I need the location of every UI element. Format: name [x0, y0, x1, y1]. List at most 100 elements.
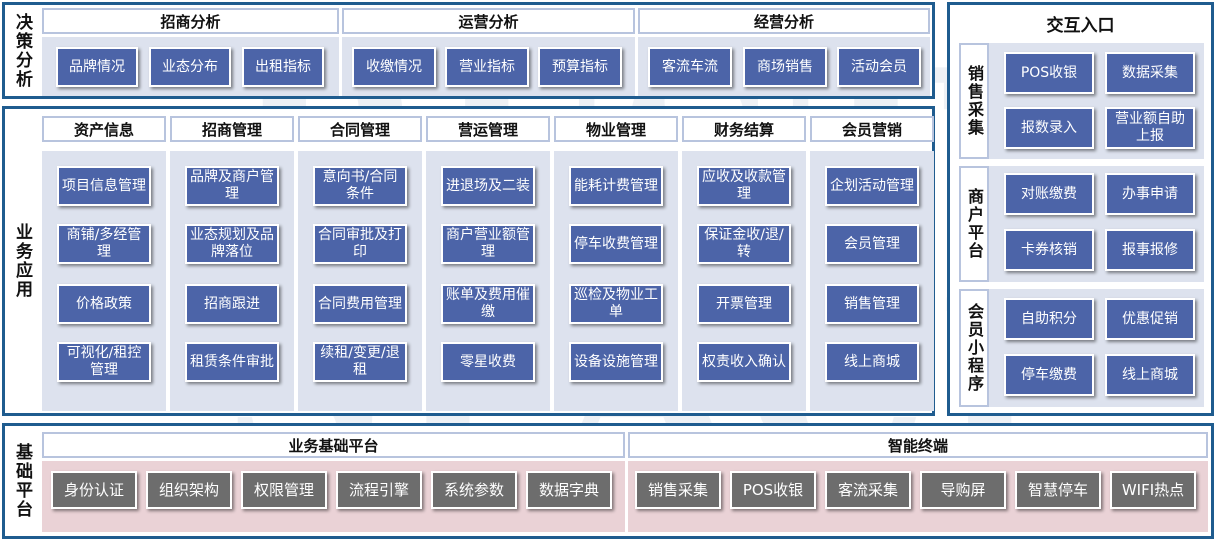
business-item-button[interactable]: 招商跟进	[185, 284, 279, 324]
business-item-button[interactable]: 设备设施管理	[569, 342, 663, 382]
decision-item-button[interactable]: 商场销售	[743, 47, 827, 87]
interaction-item-button[interactable]: 线上商城	[1105, 354, 1195, 396]
decision-analysis-label: 决策分析	[12, 12, 32, 89]
business-item-button[interactable]: 合同审批及打印	[313, 224, 407, 264]
business-item-button[interactable]: 商户营业额管理	[441, 224, 535, 264]
business-column-body: 进退场及二装商户营业额管理账单及费用催缴零星收费	[426, 151, 550, 411]
business-item-button[interactable]: 停车收费管理	[569, 224, 663, 264]
interaction-item-button[interactable]: 自助积分	[1004, 298, 1094, 340]
interaction-item-button[interactable]: 办事申请	[1105, 173, 1195, 215]
decision-group-title: 经营分析	[638, 8, 930, 34]
foundation-item-button[interactable]: 客流采集	[825, 471, 911, 509]
foundation-item-button[interactable]: POS收银	[730, 471, 816, 509]
business-item-button[interactable]: 保证金收/退/转	[697, 224, 791, 264]
business-item-button[interactable]: 账单及费用催缴	[441, 284, 535, 324]
interaction-item-button[interactable]: 停车缴费	[1004, 354, 1094, 396]
business-column-title: 营运管理	[426, 116, 550, 142]
foundation-item-button[interactable]: 组织架构	[146, 471, 232, 509]
foundation-group-title: 智能终端	[628, 432, 1208, 458]
business-item-button[interactable]: 意向书/合同条件	[313, 166, 407, 206]
business-item-button[interactable]: 商铺/多经管理	[57, 224, 151, 264]
business-item-button[interactable]: 续租/变更/退租	[313, 342, 407, 382]
foundation-platform-label: 基础平台	[12, 443, 32, 519]
interaction-item-button[interactable]: 报数录入	[1004, 107, 1094, 149]
decision-group-body: 收缴情况 营业指标 预算指标	[342, 37, 635, 96]
foundation-item-button[interactable]: 权限管理	[241, 471, 327, 509]
foundation-item-button[interactable]: 销售采集	[635, 471, 721, 509]
merchant-platform-panel: 商户平台 对账缴费 办事申请 卡券核销 报事报修	[959, 166, 1204, 282]
interaction-item-button[interactable]: 报事报修	[1105, 229, 1195, 271]
business-item-button[interactable]: 可视化/租控管理	[57, 342, 151, 382]
business-column: 会员营销企划活动管理会员管理销售管理线上商城	[810, 116, 934, 411]
decision-group-body: 品牌情况 业态分布 出租指标	[42, 37, 339, 96]
foundation-item-button[interactable]: 导购屏	[920, 471, 1006, 509]
business-application-label: 业务应用	[12, 223, 32, 299]
business-column: 资产信息项目信息管理商铺/多经管理价格政策可视化/租控管理	[42, 116, 166, 411]
business-item-button[interactable]: 品牌及商户管理	[185, 166, 279, 206]
interaction-item-button[interactable]: 卡券核销	[1004, 229, 1094, 271]
business-item-button[interactable]: 权责收入确认	[697, 342, 791, 382]
interaction-item-button[interactable]: 对账缴费	[1004, 173, 1094, 215]
decision-item-button[interactable]: 预算指标	[538, 47, 622, 87]
business-column-body: 应收及收款管理保证金收/退/转开票管理权责收入确认	[682, 151, 806, 411]
business-item-button[interactable]: 项目信息管理	[57, 166, 151, 206]
business-column-body: 品牌及商户管理业态规划及品牌落位招商跟进租赁条件审批	[170, 151, 294, 411]
business-column: 营运管理进退场及二装商户营业额管理账单及费用催缴零星收费	[426, 116, 550, 411]
business-column-body: 意向书/合同条件合同审批及打印合同费用管理续租/变更/退租	[298, 151, 422, 411]
business-item-button[interactable]: 企划活动管理	[825, 166, 919, 206]
business-item-button[interactable]: 租赁条件审批	[185, 342, 279, 382]
business-item-button[interactable]: 业态规划及品牌落位	[185, 224, 279, 264]
foundation-group-terminal: 智能终端 销售采集 POS收银 客流采集 导购屏 智慧停车 WIFI热点	[628, 432, 1208, 532]
decision-item-button[interactable]: 客流车流	[648, 47, 732, 87]
interaction-item-button[interactable]: POS收银	[1004, 52, 1094, 94]
business-column-body: 能耗计费管理停车收费管理巡检及物业工单设备设施管理	[554, 151, 678, 411]
business-item-button[interactable]: 零星收费	[441, 342, 535, 382]
sales-collection-panel: 销售采集 POS收银 数据采集 报数录入 营业额自助上报	[959, 43, 1204, 159]
foundation-item-button[interactable]: 系统参数	[431, 471, 517, 509]
business-item-button[interactable]: 销售管理	[825, 284, 919, 324]
foundation-item-button[interactable]: 智慧停车	[1015, 471, 1101, 509]
decision-group-title: 招商分析	[42, 8, 339, 34]
foundation-item-button[interactable]: 数据字典	[526, 471, 612, 509]
business-item-button[interactable]: 开票管理	[697, 284, 791, 324]
foundation-item-button[interactable]: 身份认证	[51, 471, 137, 509]
business-column-title: 合同管理	[298, 116, 422, 142]
decision-item-button[interactable]: 业态分布	[149, 47, 231, 87]
decision-item-button[interactable]: 收缴情况	[352, 47, 436, 87]
business-column-title: 会员营销	[810, 116, 934, 142]
business-column-title: 招商管理	[170, 116, 294, 142]
foundation-item-button[interactable]: 流程引擎	[336, 471, 422, 509]
interaction-item-button[interactable]: 营业额自助上报	[1105, 107, 1195, 149]
decision-item-button[interactable]: 营业指标	[445, 47, 529, 87]
decision-group-body: 客流车流 商场销售 活动会员	[638, 37, 930, 96]
business-item-button[interactable]: 巡检及物业工单	[569, 284, 663, 324]
foundation-group-business: 业务基础平台 身份认证 组织架构 权限管理 流程引擎 系统参数 数据字典	[42, 432, 625, 532]
interaction-entry-title: 交互入口	[1046, 16, 1115, 36]
foundation-group-body: 销售采集 POS收银 客流采集 导购屏 智慧停车 WIFI热点	[628, 461, 1208, 532]
foundation-group-body: 身份认证 组织架构 权限管理 流程引擎 系统参数 数据字典	[42, 461, 625, 532]
decision-analysis-section: 决策分析 招商分析 品牌情况 业态分布 出租指标 运营分析 收缴情况 营业指标 …	[2, 2, 935, 99]
business-item-button[interactable]: 价格政策	[57, 284, 151, 324]
business-item-button[interactable]: 线上商城	[825, 342, 919, 382]
decision-group-operation: 运营分析 收缴情况 营业指标 预算指标	[342, 8, 635, 96]
interaction-item-button[interactable]: 优惠促销	[1105, 298, 1195, 340]
decision-group-title: 运营分析	[342, 8, 635, 34]
business-column-body: 企划活动管理会员管理销售管理线上商城	[810, 151, 934, 411]
business-item-button[interactable]: 应收及收款管理	[697, 166, 791, 206]
foundation-item-button[interactable]: WIFI热点	[1110, 471, 1196, 509]
business-column-title: 资产信息	[42, 116, 166, 142]
business-application-section: 业务应用 资产信息项目信息管理商铺/多经管理价格政策可视化/租控管理招商管理品牌…	[2, 106, 935, 416]
decision-item-button[interactable]: 出租指标	[242, 47, 324, 87]
foundation-platform-section: 基础平台 业务基础平台 身份认证 组织架构 权限管理 流程引擎 系统参数 数据字…	[2, 423, 1214, 539]
business-item-button[interactable]: 进退场及二装	[441, 166, 535, 206]
foundation-group-title: 业务基础平台	[42, 432, 625, 458]
decision-item-button[interactable]: 活动会员	[837, 47, 921, 87]
decision-item-button[interactable]: 品牌情况	[56, 47, 138, 87]
business-item-button[interactable]: 合同费用管理	[313, 284, 407, 324]
business-item-button[interactable]: 会员管理	[825, 224, 919, 264]
interaction-item-button[interactable]: 数据采集	[1105, 52, 1195, 94]
sales-collection-label: 销售采集	[959, 43, 989, 159]
business-column-title: 财务结算	[682, 116, 806, 142]
business-item-button[interactable]: 能耗计费管理	[569, 166, 663, 206]
decision-group-recruit: 招商分析 品牌情况 业态分布 出租指标	[42, 8, 339, 96]
